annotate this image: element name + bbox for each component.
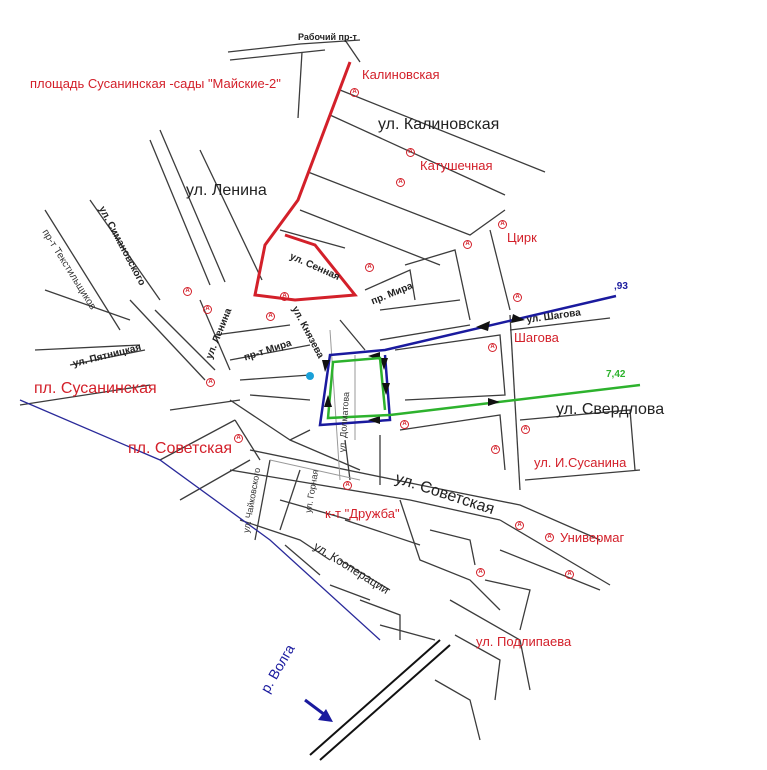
bus-stop-icon: A [488,343,497,352]
route-green-line [324,356,641,420]
location-marker [306,372,314,380]
route-number-green: 7,42 [606,369,626,380]
stop-label-shagova: Шагова [514,330,559,345]
bus-stop-icon: A [206,378,215,387]
stop-label-katushechnaya: Катушечная [420,158,493,173]
bus-stop-icon: A [476,568,485,577]
square-label-sovetskaya: пл. Советская [128,440,233,457]
bus-stop-icon: A [463,240,472,249]
street-network [19,39,641,741]
volga-bridge [309,639,451,761]
bus-stop-icon: A [350,88,359,97]
stop-label-i-susanina: ул. И.Сусанина [534,455,627,470]
bus-stop-icon: A [565,570,574,579]
bus-stop-icon: A [545,533,554,542]
volga-arrow-icon [304,698,333,722]
street-label-lenina: ул. Ленина [186,182,267,199]
stop-label-kalinovskaya: Калиновская [362,67,440,82]
bus-stop-icon: A [521,425,530,434]
square-label-susaninskaya: пл. Сусанинская [34,380,157,397]
route-title: площадь Сусанинская -сады "Майские-2" [30,76,281,91]
stop-label-tsirk: Цирк [507,230,537,245]
bus-stop-icon: A [365,263,374,272]
river-bank [19,399,381,641]
route-number-blue: ,93 [614,281,628,292]
bus-stop-icon: A [515,521,524,530]
bus-stop-icon: A [183,287,192,296]
bus-stop-icon: A [396,178,405,187]
street-label-sverdlova: ул. Свердлова [556,401,665,418]
street-label-kalinovskaya: ул. Калиновская [378,116,500,133]
street-label-podlipaeva: ул. Подлипаева [476,634,572,649]
bus-stop-icon: A [234,434,243,443]
bus-stop-icon: A [491,445,500,454]
bus-stop-icon: A [203,305,212,314]
route-blue-line [318,294,617,427]
bus-stop-icon: A [406,148,415,157]
bus-stop-icon: A [343,481,352,490]
bus-stop-icon: A [513,293,522,302]
bus-stop-icon: A [266,312,275,321]
route-red-line [253,61,358,302]
bus-stop-icon: A [498,220,507,229]
bus-stop-icon: A [280,292,289,301]
street-label-rabochiy: Рабочий пр-т [298,32,357,42]
bus-stop-icon: A [400,420,409,429]
stop-label-druzhba: к-т "Дружба" [325,506,400,521]
stop-label-univermag: Универмаг [560,530,625,545]
